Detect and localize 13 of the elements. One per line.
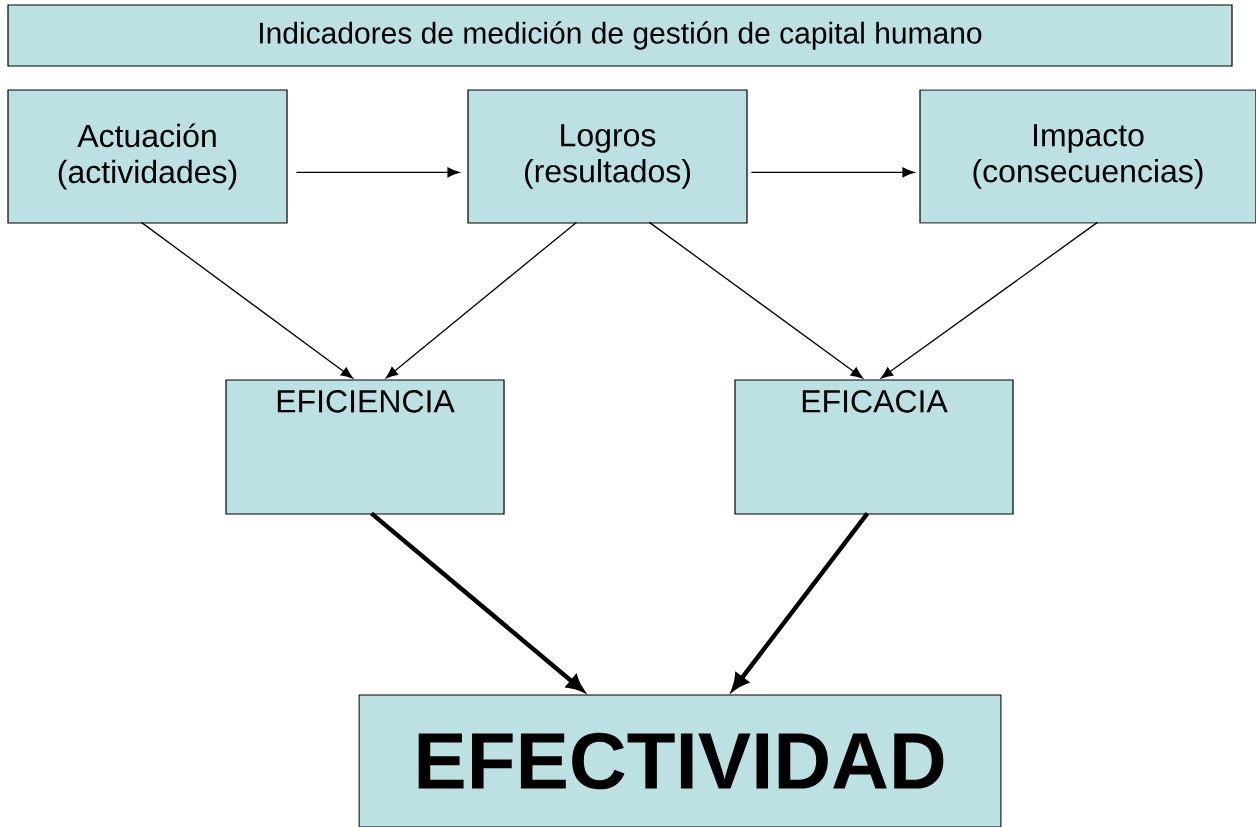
process-box: Impacto (consecuencias) [919, 89, 1256, 224]
process-box: EFICIENCIA [225, 379, 505, 515]
arrow [648, 221, 863, 379]
arrow [295, 167, 460, 178]
process-box: Actuación (actividades) [7, 89, 288, 224]
arrow [750, 167, 915, 178]
arrow [140, 221, 353, 379]
process-box: EFICACIA [734, 379, 1014, 515]
arrow [880, 221, 1099, 379]
arrow [385, 221, 578, 379]
process-box: Logros (resultados) [467, 89, 748, 224]
result-box: EFECTIVIDAD [358, 694, 1002, 827]
title-box: Indicadores de medición de gestión de capital humano [7, 4, 1233, 67]
